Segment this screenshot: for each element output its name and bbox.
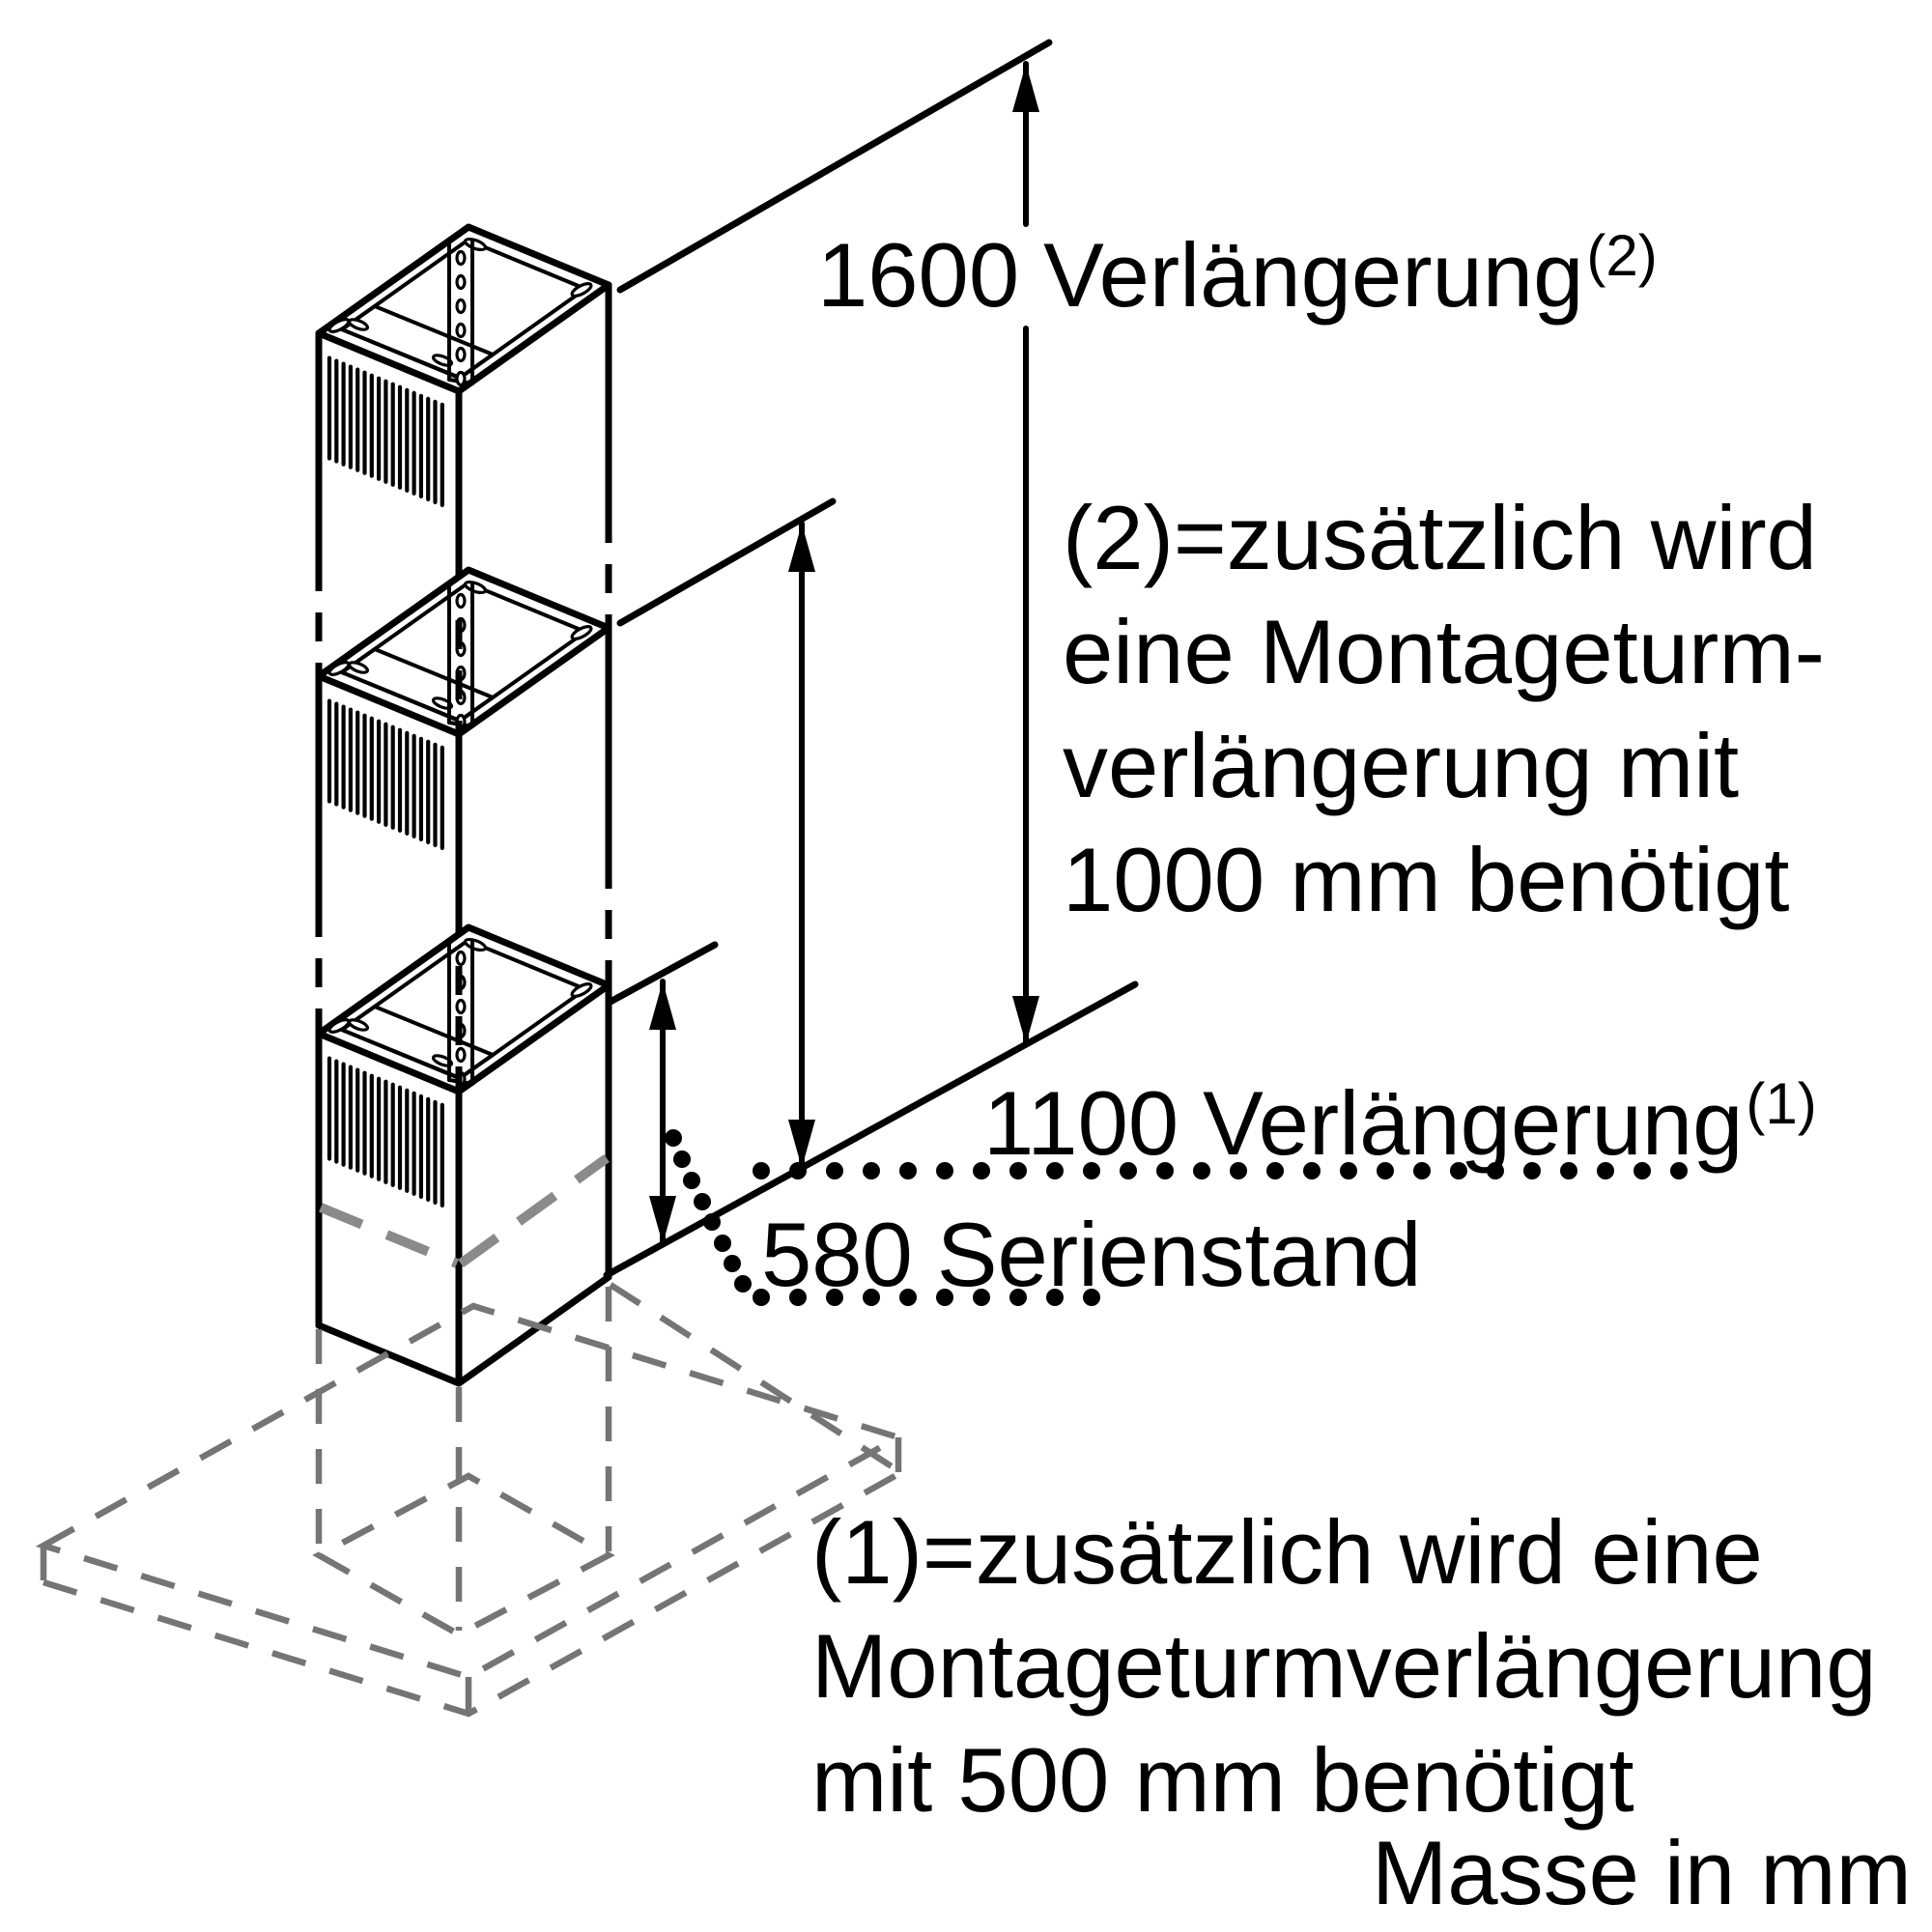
note-1-line: mit 500 mm benötigt (811, 1729, 1634, 1831)
note-2-line: eine Montageturm- (1063, 601, 1825, 702)
dimension-label-580: 580 Serienstand (761, 1209, 1422, 1300)
dimension-580-text: Serienstand (936, 1204, 1422, 1305)
note-1-line: (1)=zusätzlich wird eine (811, 1501, 1763, 1603)
note-2-line: 1000 mm benötigt (1063, 829, 1790, 930)
note-2-paragraph: (2)=zusätzlich wird eine Montageturm- ve… (1063, 481, 1825, 937)
dimension-arrow-1600 (1012, 61, 1039, 1047)
dimension-1600-superscript: (2) (1586, 223, 1658, 288)
section-connector-dashes (315, 514, 612, 1092)
dimension-label-1600: 1600 Verlängerung(2) (817, 223, 1658, 326)
chimney-section-middle (315, 566, 612, 970)
dimension-1100-superscript: (1) (1746, 1071, 1817, 1136)
note-1-paragraph: (1)=zusätzlich wird eine Montageturmverl… (811, 1495, 1877, 1837)
dimension-1100-text: Verlängerung(1) (1203, 1071, 1817, 1174)
chimney-section-bottom (315, 923, 612, 1387)
dimension-arrow-580 (649, 979, 676, 1247)
dimension-1600-value: 1600 (817, 224, 1020, 326)
dimension-arrow-1100 (788, 521, 815, 1171)
note-2-line: verlängerung mit (1063, 715, 1740, 816)
units-note: Masse in mm (1372, 1822, 1912, 1923)
chimney-section-top (315, 223, 612, 624)
note-1-line: Montageturmverlängerung (811, 1615, 1877, 1717)
dimension-1600-text: Verlängerung(2) (1043, 223, 1658, 326)
dotted-leader-lines (665, 1129, 1688, 1306)
dimension-580-value: 580 (761, 1204, 913, 1305)
reference-lines (603, 39, 1139, 1279)
hood-outline (35, 1282, 907, 1718)
dimension-label-1100: 1100 Verlängerung(1) (983, 1071, 1817, 1174)
note-2-line: (2)=zusätzlich wird (1063, 487, 1817, 588)
dimension-1100-value: 1100 (983, 1072, 1179, 1174)
